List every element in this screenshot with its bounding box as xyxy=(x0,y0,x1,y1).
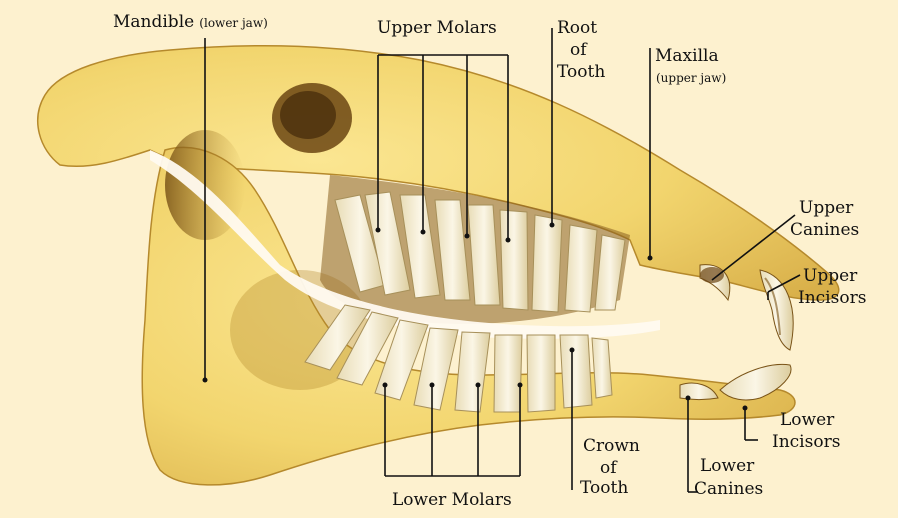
lower-canines-label-line2: Canines xyxy=(694,481,763,499)
mandible-label-text: Mandible xyxy=(113,12,194,32)
upper-canines-label-line1: Upper xyxy=(799,200,853,218)
lower-molars-label: Lower Molars xyxy=(392,492,512,510)
root-label-line3: Tooth xyxy=(557,64,605,82)
crown-label-line3: Tooth xyxy=(580,480,628,498)
maxilla-label: Maxilla xyxy=(655,48,719,66)
root-label-line2: of xyxy=(570,42,587,60)
upper-incisors-label-line1: Upper xyxy=(803,268,857,286)
mandible-label: Mandible (lower jaw) xyxy=(113,14,268,32)
crown-label-line1: Crown xyxy=(583,438,640,456)
upper-canine-socket xyxy=(700,267,724,283)
upper-incisors-label-line2: Incisors xyxy=(798,290,866,308)
upper-molars-label: Upper Molars xyxy=(377,20,497,38)
root-label-line1: Root xyxy=(557,20,597,38)
upper-canines-label-line2: Canines xyxy=(790,222,859,240)
lower-canines-label-line1: Lower xyxy=(700,458,754,476)
lower-incisors-label-line2: Incisors xyxy=(772,434,840,452)
mandible-sub-text: (lower jaw) xyxy=(199,16,268,30)
crown-label-line2: of xyxy=(600,460,617,478)
eye-socket-inner xyxy=(280,91,336,139)
maxilla-sub-label: (upper jaw) xyxy=(656,72,726,85)
lower-incisors-label-line1: Lower xyxy=(780,412,834,430)
